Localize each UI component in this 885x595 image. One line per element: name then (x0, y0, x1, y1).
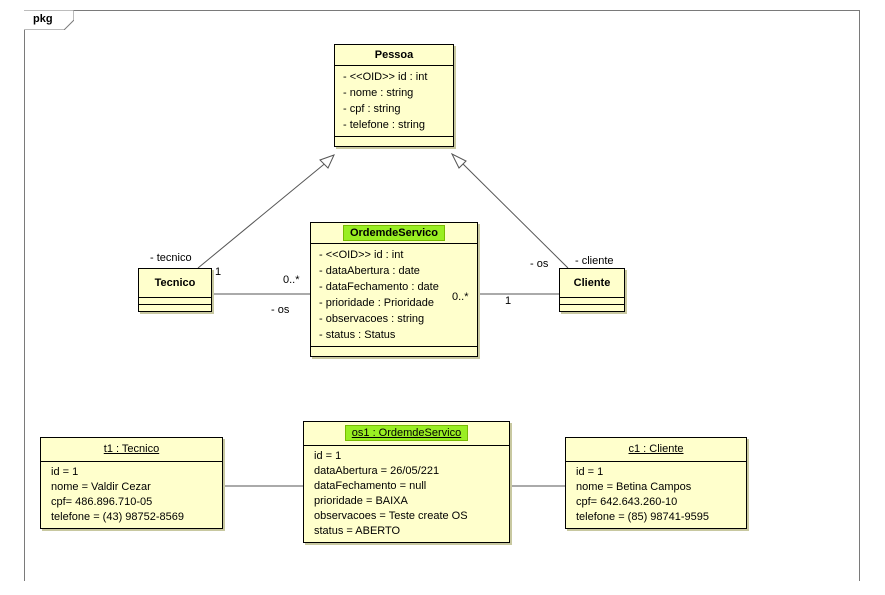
class-tecnico[interactable]: Tecnico (138, 268, 212, 312)
object-c1[interactable]: c1 : Cliente id = 1 nome = Betina Campos… (565, 437, 747, 529)
object-title: t1 : Tecnico (41, 438, 222, 462)
multiplicity-tecnico: 1 (215, 266, 222, 278)
attribute-compartment (139, 298, 211, 305)
slot: telefone = (43) 98752-8569 (51, 511, 185, 523)
slot: cpf= 486.896.710-05 (51, 496, 153, 508)
object-title: c1 : Cliente (566, 438, 746, 462)
slot-list: id = 1 nome = Betina Campos cpf= 642.643… (566, 462, 746, 528)
role-tecnico: - tecnico (150, 252, 192, 264)
class-name: Tecnico (139, 269, 211, 298)
slot: dataAbertura = 26/05/221 (314, 465, 440, 477)
attribute: - prioridade : Prioridade (319, 297, 434, 309)
generalization-arrowhead-right (450, 152, 467, 169)
package-tab (24, 10, 74, 30)
class-name: Pessoa (335, 45, 453, 66)
slot-list: id = 1 nome = Valdir Cezar cpf= 486.896.… (41, 462, 222, 528)
multiplicity-os-left: 0..* (283, 274, 300, 286)
class-name: Cliente (560, 269, 624, 298)
attribute-compartment (560, 298, 624, 305)
operation-compartment (335, 137, 453, 146)
attribute: - status : Status (319, 329, 396, 341)
attribute: - nome : string (343, 87, 414, 99)
operation-compartment (139, 305, 211, 311)
role-cliente: - cliente (575, 255, 614, 267)
class-cliente[interactable]: Cliente (559, 268, 625, 312)
attribute-list: - <<OID>> id : int - dataAbertura : date… (311, 244, 477, 347)
class-ordem-de-servico[interactable]: OrdemdeServico - <<OID>> id : int - data… (310, 222, 478, 357)
slot: cpf= 642.643.260-10 (576, 496, 678, 508)
operation-compartment (560, 305, 624, 311)
multiplicity-cliente: 1 (505, 295, 512, 307)
slot: id = 1 (51, 466, 79, 478)
attribute: - cpf : string (343, 103, 401, 115)
attribute: - observacoes : string (319, 313, 425, 325)
slot: status = ABERTO (314, 525, 401, 537)
generalization-tecnico-pessoa (197, 160, 329, 269)
operation-compartment (311, 347, 477, 356)
class-name-highlight: OrdemdeServico (342, 225, 446, 241)
generalization-cliente-pessoa (458, 159, 569, 269)
attribute: - dataAbertura : date (319, 265, 420, 277)
slot: prioridade = BAIXA (314, 495, 408, 507)
package-label: pkg (33, 13, 53, 25)
attribute: - telefone : string (343, 119, 425, 131)
slot: observacoes = Teste create OS (314, 510, 468, 522)
slot: telefone = (85) 98741-9595 (576, 511, 710, 523)
attribute: - dataFechamento : date (319, 281, 439, 293)
attribute: - <<OID>> id : int (343, 71, 428, 83)
slot: nome = Betina Campos (576, 481, 692, 493)
multiplicity-os-right: 0..* (452, 291, 469, 303)
slot: dataFechamento = null (314, 480, 427, 492)
slot: nome = Valdir Cezar (51, 481, 151, 493)
object-os1[interactable]: os1 : OrdemdeServico id = 1 dataAbertura… (303, 421, 510, 543)
attribute-list: - <<OID>> id : int - nome : string - cpf… (335, 66, 453, 137)
slot: id = 1 (314, 450, 342, 462)
class-pessoa[interactable]: Pessoa - <<OID>> id : int - nome : strin… (334, 44, 454, 147)
object-t1[interactable]: t1 : Tecnico id = 1 nome = Valdir Cezar … (40, 437, 223, 529)
role-os-left: - os (271, 304, 290, 316)
class-name: OrdemdeServico (311, 223, 477, 244)
slot: id = 1 (576, 466, 604, 478)
attribute: - <<OID>> id : int (319, 249, 404, 261)
role-os-right: - os (530, 258, 549, 270)
slot-list: id = 1 dataAbertura = 26/05/221 dataFech… (304, 446, 509, 542)
generalization-arrowhead-left (319, 154, 335, 169)
object-title: os1 : OrdemdeServico (304, 422, 509, 446)
package-frame (24, 10, 860, 581)
